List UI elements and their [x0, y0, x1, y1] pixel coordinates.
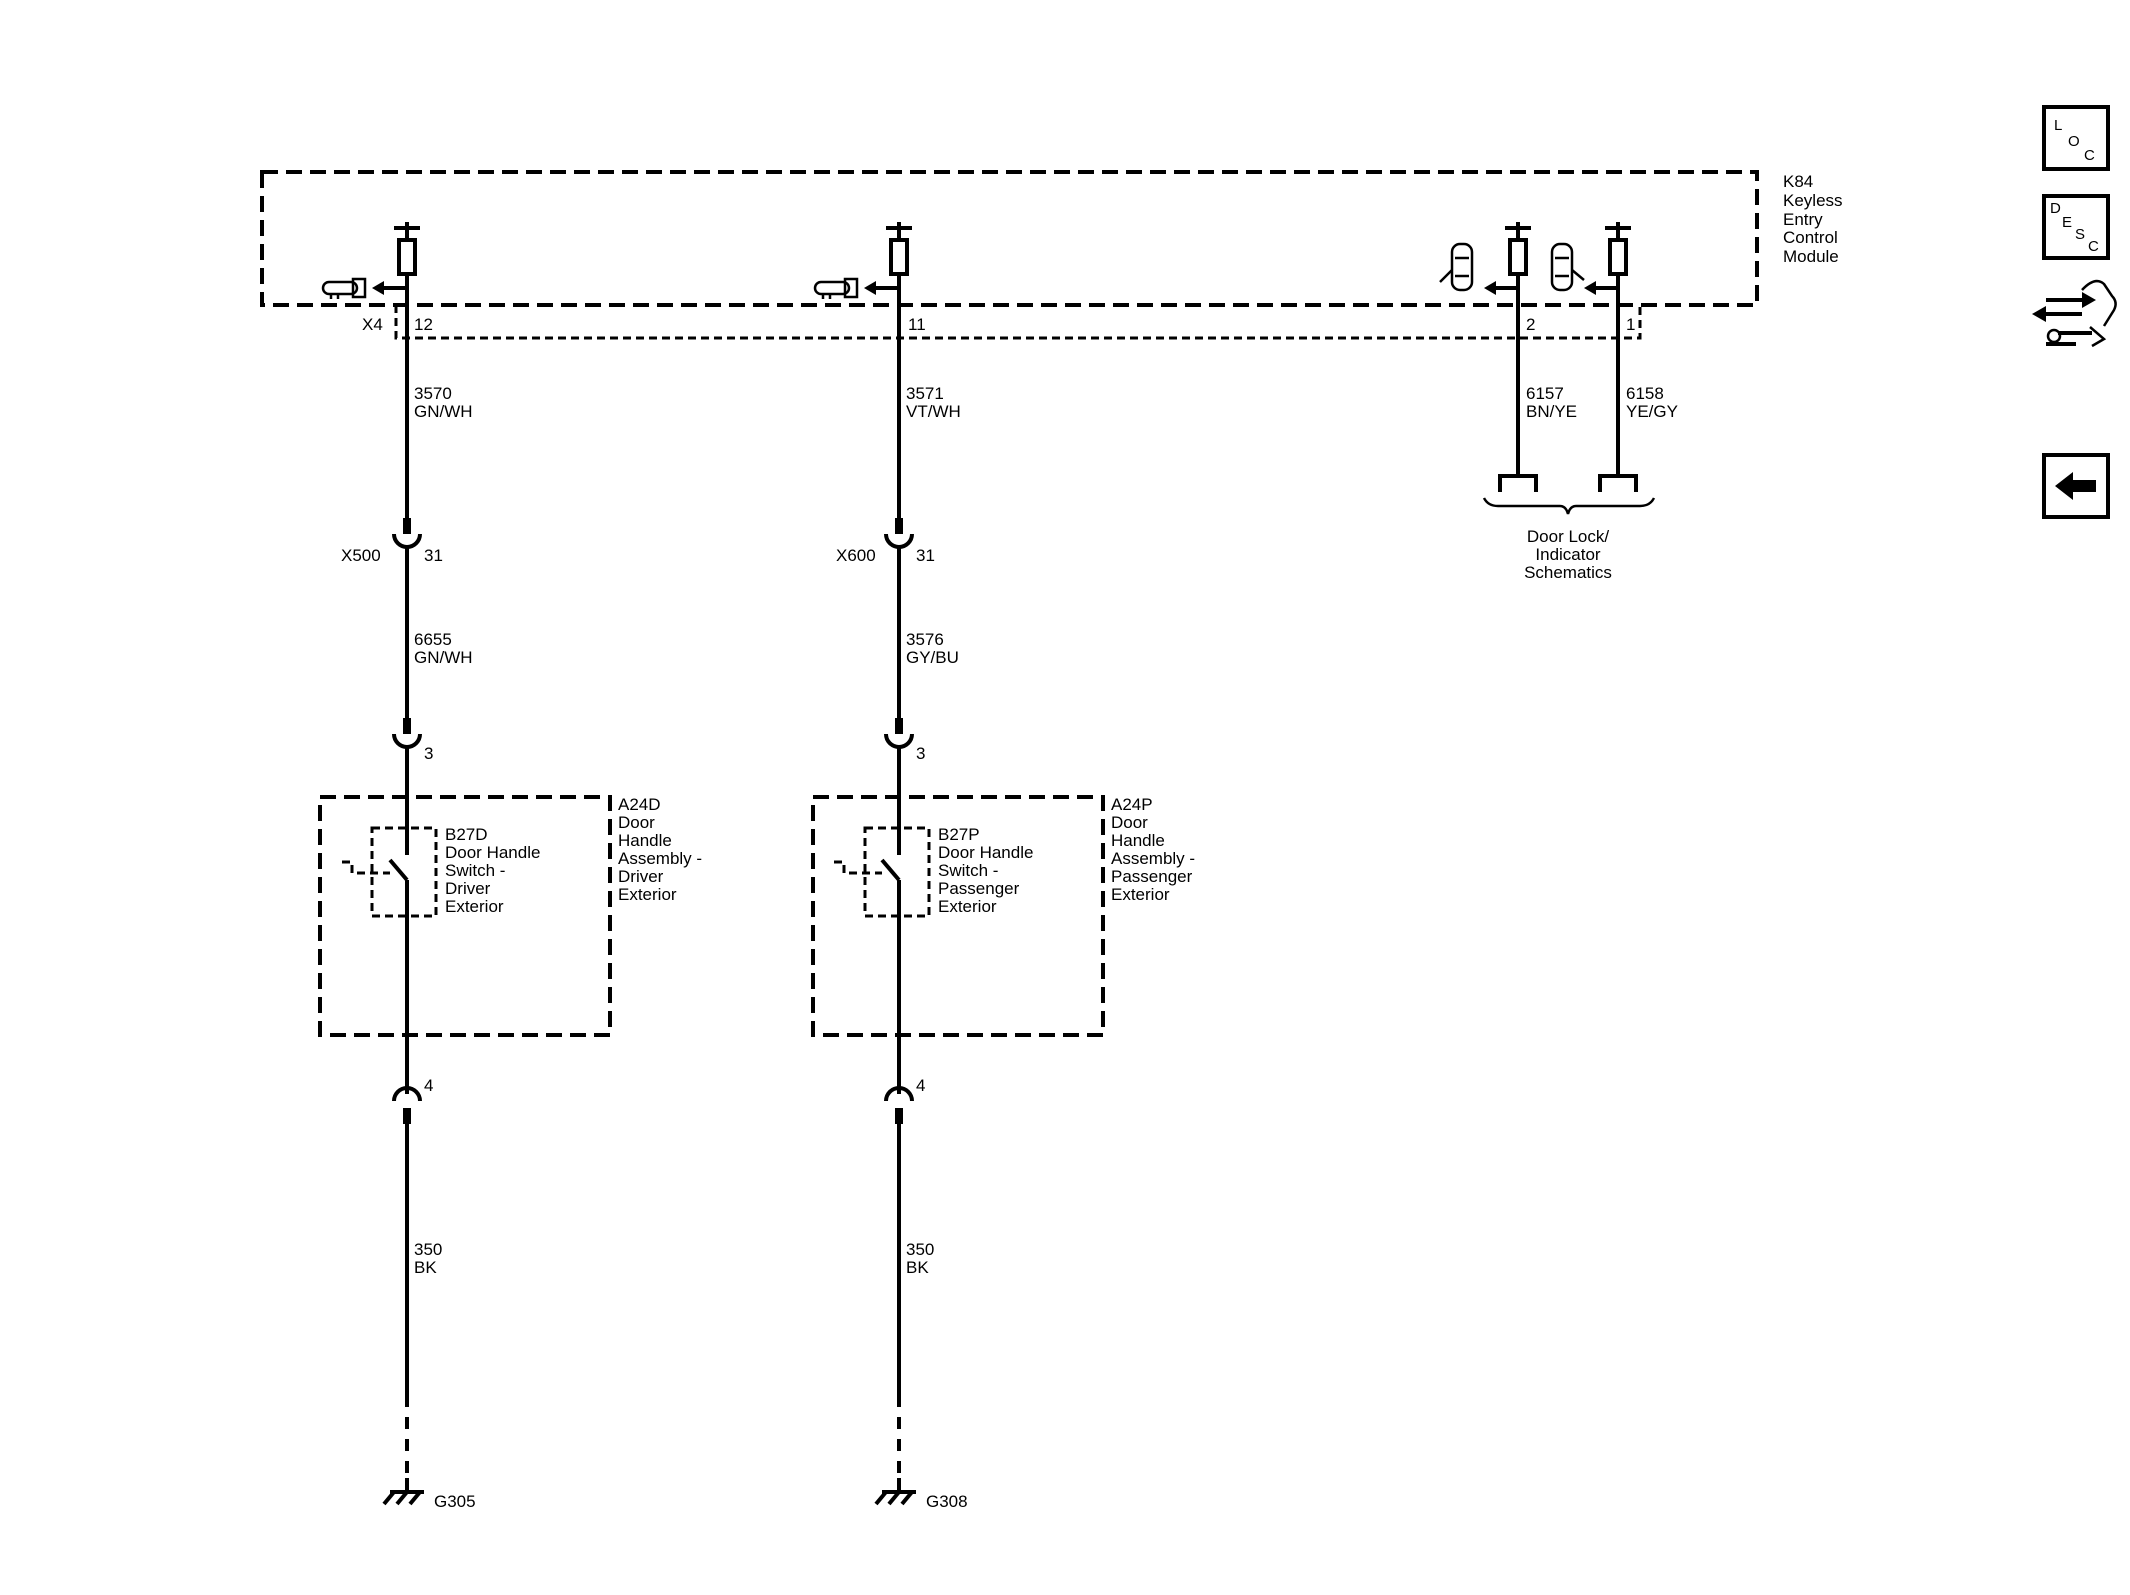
door-lock-circuits: 2 1 6157 BN/YE 6158 YE/GY Door Lock/ Ind… — [1482, 292, 1678, 582]
door-lock-label-line: Schematics — [1524, 563, 1612, 582]
assembly-label-line: Passenger — [1111, 867, 1193, 886]
assembly-ref: A24D — [618, 795, 661, 814]
pin-label: 4 — [916, 1076, 925, 1095]
desc-letter: S — [2075, 226, 2085, 243]
assembly-label-line: Handle — [1111, 831, 1165, 850]
switch-label-line: Driver — [445, 879, 491, 898]
wire-color: BN/YE — [1526, 402, 1577, 421]
wire-number: 3576 — [906, 630, 944, 649]
assembly-label-line: Door — [618, 813, 655, 832]
desc-button[interactable]: D E S C — [2042, 194, 2110, 260]
desc-letter: E — [2062, 214, 2072, 231]
module-name-line: Module — [1783, 247, 1839, 266]
inline-connector-pin: 31 — [424, 546, 443, 565]
loc-letter: C — [2084, 147, 2095, 164]
switch-label-line: Switch - — [445, 861, 505, 880]
loc-letter: O — [2068, 133, 2080, 150]
switch-label-line: Door Handle — [938, 843, 1033, 862]
ground-label: G305 — [434, 1492, 476, 1511]
pin-label: 3 — [424, 744, 433, 763]
switch-ref: B27P — [938, 825, 980, 844]
pin-label: 4 — [424, 1076, 433, 1095]
assembly-label-line: Handle — [618, 831, 672, 850]
back-button[interactable] — [2042, 453, 2110, 519]
module-output-pin11 — [813, 222, 912, 299]
connector-x4-label: X4 — [362, 315, 383, 334]
wire-number: 6158 — [1626, 384, 1664, 403]
desc-letter: C — [2088, 238, 2099, 255]
car-door-open-icon — [1550, 242, 1585, 292]
assembly-label-line: Door — [1111, 813, 1148, 832]
key-icon — [321, 277, 367, 299]
connector-end-view-icon[interactable] — [2032, 279, 2117, 348]
switch-label-line: Passenger — [938, 879, 1020, 898]
switch-label-line: Door Handle — [445, 843, 540, 862]
loc-button[interactable]: L O C — [2042, 105, 2110, 171]
circuit-passenger: 11 3571 VT/WH X600 31 3576 GY/BU 3 A24P … — [811, 292, 1195, 1511]
door-handle-switch: B27D Door Handle Switch - Driver Exterio… — [342, 746, 540, 1035]
wire-color: YE/GY — [1626, 402, 1678, 421]
inline-connector-name: X500 — [341, 546, 381, 565]
module-output-pin1 — [1550, 222, 1631, 295]
wire-number: 6655 — [414, 630, 452, 649]
pin-label: 12 — [414, 315, 433, 334]
inline-connector-name: X600 — [836, 546, 876, 565]
ground-symbol — [382, 1478, 424, 1506]
wire-color: GY/BU — [906, 648, 959, 667]
assembly-label-line: Exterior — [1111, 885, 1170, 904]
wire-number: 350 — [906, 1240, 934, 1259]
circuit-driver: 12 3570 GN/WH X500 31 6655 GN/WH 3 A24D … — [318, 292, 702, 1511]
wire-color: GN/WH — [414, 402, 473, 421]
pin-label: 2 — [1526, 315, 1535, 334]
door-lock-label-line: Indicator — [1535, 545, 1601, 564]
connector-x4: X4 — [362, 305, 1642, 340]
door-handle-switch: B27P Door Handle Switch - Passenger Exte… — [834, 746, 1033, 1035]
assembly-ref: A24P — [1111, 795, 1153, 814]
wire-color: BK — [906, 1258, 929, 1277]
inline-connector-pin: 31 — [916, 546, 935, 565]
ground-symbol — [874, 1478, 916, 1506]
wire-number: 3570 — [414, 384, 452, 403]
switch-label-line: Switch - — [938, 861, 998, 880]
wire-number: 350 — [414, 1240, 442, 1259]
module-k84: K84 Keyless Entry Control Module — [260, 170, 1843, 307]
pin-label: 1 — [1626, 315, 1635, 334]
assembly-label-line: Assembly - — [618, 849, 702, 868]
assembly-label-line: Driver — [618, 867, 664, 886]
switch-ref: B27D — [445, 825, 488, 844]
pin-label: 3 — [916, 744, 925, 763]
module-ref: K84 — [1783, 172, 1813, 191]
desc-letter: D — [2050, 200, 2061, 217]
loc-letter: L — [2054, 117, 2062, 134]
car-door-open-icon — [1439, 242, 1474, 292]
module-name-line: Entry — [1783, 210, 1823, 229]
wire-color: BK — [414, 1258, 437, 1277]
key-icon — [813, 277, 859, 299]
wire-number: 3571 — [906, 384, 944, 403]
ground-label: G308 — [926, 1492, 968, 1511]
assembly-label-line: Assembly - — [1111, 849, 1195, 868]
door-lock-label-line: Door Lock/ — [1527, 527, 1609, 546]
wire-color: VT/WH — [906, 402, 961, 421]
module-output-pin12 — [321, 222, 420, 299]
wire-color: GN/WH — [414, 648, 473, 667]
assembly-label-line: Exterior — [618, 885, 677, 904]
wire-number: 6157 — [1526, 384, 1564, 403]
module-name-line: Keyless — [1783, 191, 1843, 210]
module-name-line: Control — [1783, 228, 1838, 247]
module-output-pin2 — [1439, 222, 1531, 295]
pin-label: 11 — [908, 315, 926, 334]
switch-label-line: Exterior — [445, 897, 504, 916]
back-arrow-icon — [2055, 472, 2096, 500]
switch-label-line: Exterior — [938, 897, 997, 916]
